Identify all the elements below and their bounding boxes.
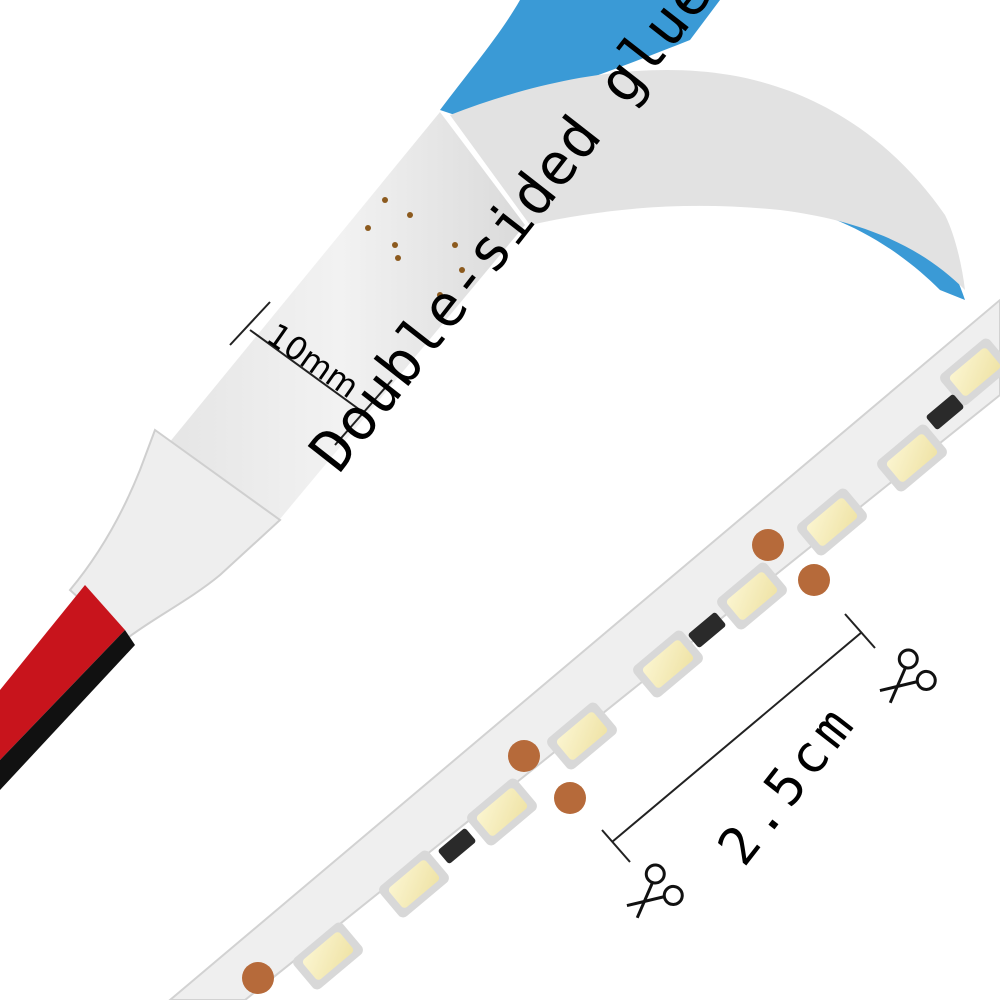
solder-pads xyxy=(242,529,830,994)
release-liner xyxy=(450,69,965,290)
pitch-dimension xyxy=(601,613,876,863)
red-wire xyxy=(0,585,125,760)
resistor xyxy=(688,612,726,648)
via-dots xyxy=(365,197,465,298)
resistors xyxy=(438,394,964,864)
resistor xyxy=(438,828,476,864)
scissors-icon xyxy=(626,863,684,919)
led-chips xyxy=(293,338,1000,990)
resistor xyxy=(926,394,964,430)
led-strip-body xyxy=(168,298,1000,1000)
width-dimension xyxy=(229,301,393,446)
blue-backing-tape xyxy=(440,0,720,120)
black-wire xyxy=(0,630,135,790)
strip-backside xyxy=(155,112,525,525)
scissors-icon xyxy=(879,648,937,704)
